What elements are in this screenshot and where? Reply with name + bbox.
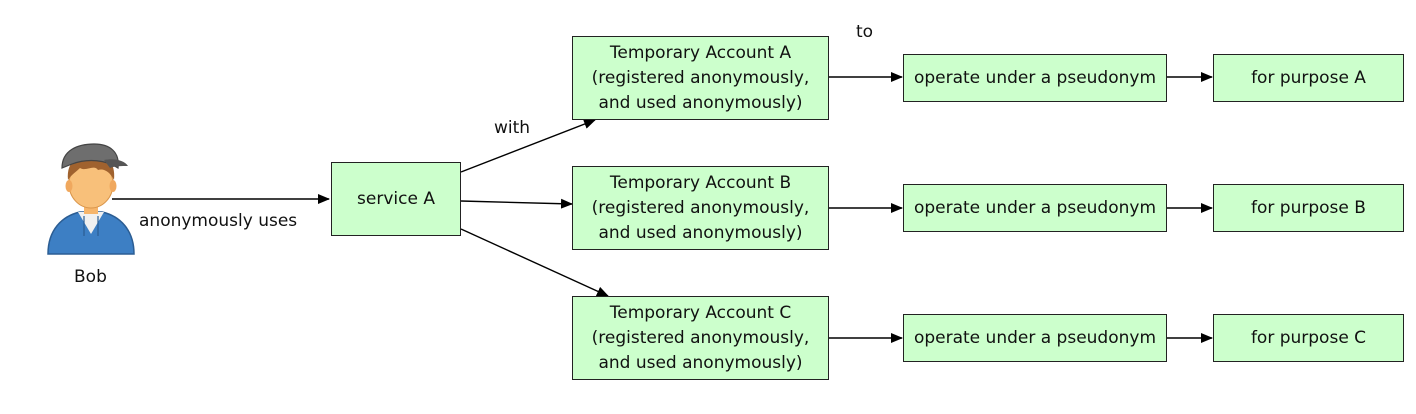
purpose-a-label: for purpose A: [1251, 67, 1366, 88]
operate-node-b: operate under a pseudonym: [903, 184, 1167, 232]
purpose-c-label: for purpose C: [1250, 327, 1367, 348]
operate-node-a: operate under a pseudonym: [903, 54, 1167, 102]
service-node: service A: [331, 162, 461, 236]
account-b-title: Temporary Account B: [609, 172, 792, 193]
account-b-line3: and used anonymously): [598, 222, 803, 243]
purpose-node-b: for purpose B: [1213, 184, 1404, 232]
actor-name: Bob: [74, 267, 107, 287]
account-c-title: Temporary Account C: [609, 302, 792, 323]
operate-a-label: operate under a pseudonym: [913, 67, 1157, 88]
edge-service-to-account-b: [460, 198, 573, 209]
operate-node-c: operate under a pseudonym: [903, 314, 1167, 362]
service-label: service A: [357, 188, 435, 209]
account-c-line2: (registered anonymously,: [591, 327, 810, 348]
account-b-line2: (registered anonymously,: [591, 197, 810, 218]
purpose-node-a: for purpose A: [1213, 54, 1404, 102]
purpose-node-c: for purpose C: [1213, 314, 1404, 362]
edge-label-with: with: [494, 118, 531, 138]
account-a-line3: and used anonymously): [598, 92, 803, 113]
account-node-c: Temporary Account C (registered anonymou…: [572, 296, 829, 380]
edge-label-to: to: [856, 22, 874, 42]
operate-c-label: operate under a pseudonym: [913, 327, 1157, 348]
operate-b-label: operate under a pseudonym: [913, 197, 1157, 218]
account-node-b: Temporary Account B (registered anonymou…: [572, 166, 829, 250]
account-a-title: Temporary Account A: [609, 42, 792, 63]
edge-label-uses: anonymously uses: [139, 211, 298, 231]
account-c-line3: and used anonymously): [598, 352, 803, 373]
user-with-cap-icon: [44, 142, 138, 256]
account-node-a: Temporary Account A (registered anonymou…: [572, 36, 829, 120]
purpose-b-label: for purpose B: [1251, 197, 1366, 218]
account-a-line2: (registered anonymously,: [591, 67, 810, 88]
edge-service-to-account-c: [460, 228, 609, 297]
edge-service-to-account-a: [460, 119, 596, 173]
